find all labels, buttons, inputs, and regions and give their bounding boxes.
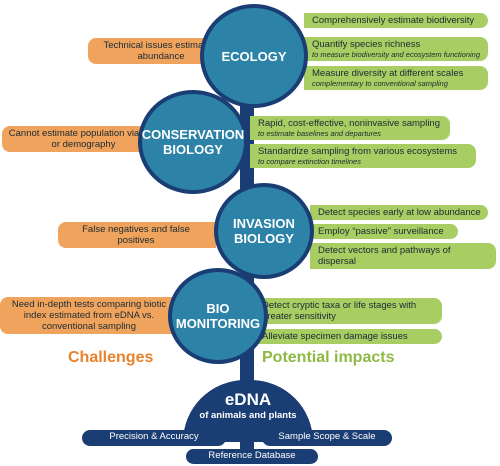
impact-conservation-1: Rapid, cost-effective, noninvasive sampl… — [250, 116, 450, 140]
node-invasion-biology: INVASION BIOLOGY — [214, 183, 314, 279]
challenge-biomonitoring: Need in-depth tests comparing biotic ind… — [0, 297, 180, 334]
challenge-invasion: False negatives and false positives — [58, 222, 216, 248]
impact-invasion-2: Employ “passive” surveillance — [310, 224, 458, 239]
root-subtitle: of animals and plants — [199, 410, 297, 421]
node-biomonitoring: BIO MONITORING — [168, 268, 268, 364]
impact-biomonitoring-1: Detect cryptic taxa or life stages with … — [254, 298, 442, 324]
impact-ecology-2: Quantify species richness to measure bio… — [304, 37, 488, 61]
impact-ecology-3: Measure diversity at different scales co… — [304, 66, 488, 90]
impact-conservation-2: Standardize sampling from various ecosys… — [250, 144, 476, 168]
node-conservation-biology: CONSERVATION BIOLOGY — [138, 90, 248, 194]
root-precision-accuracy: Precision & Accuracy — [82, 430, 226, 446]
impact-biomonitoring-2: Alleviate specimen damage issues — [254, 329, 442, 344]
root-sample-scope-scale: Sample Scope & Scale — [262, 430, 392, 446]
root-reference-database: Reference Database — [186, 449, 318, 464]
heading-potential-impacts: Potential impacts — [262, 349, 395, 366]
impact-invasion-3: Detect vectors and pathways of dispersal — [310, 243, 496, 269]
heading-challenges: Challenges — [68, 349, 154, 366]
root-title: eDNA — [224, 390, 272, 409]
impact-ecology-1: Comprehensively estimate biodiversity — [304, 13, 488, 28]
node-ecology: ECOLOGY — [200, 4, 308, 108]
impact-invasion-1: Detect species early at low abundance — [310, 205, 488, 220]
